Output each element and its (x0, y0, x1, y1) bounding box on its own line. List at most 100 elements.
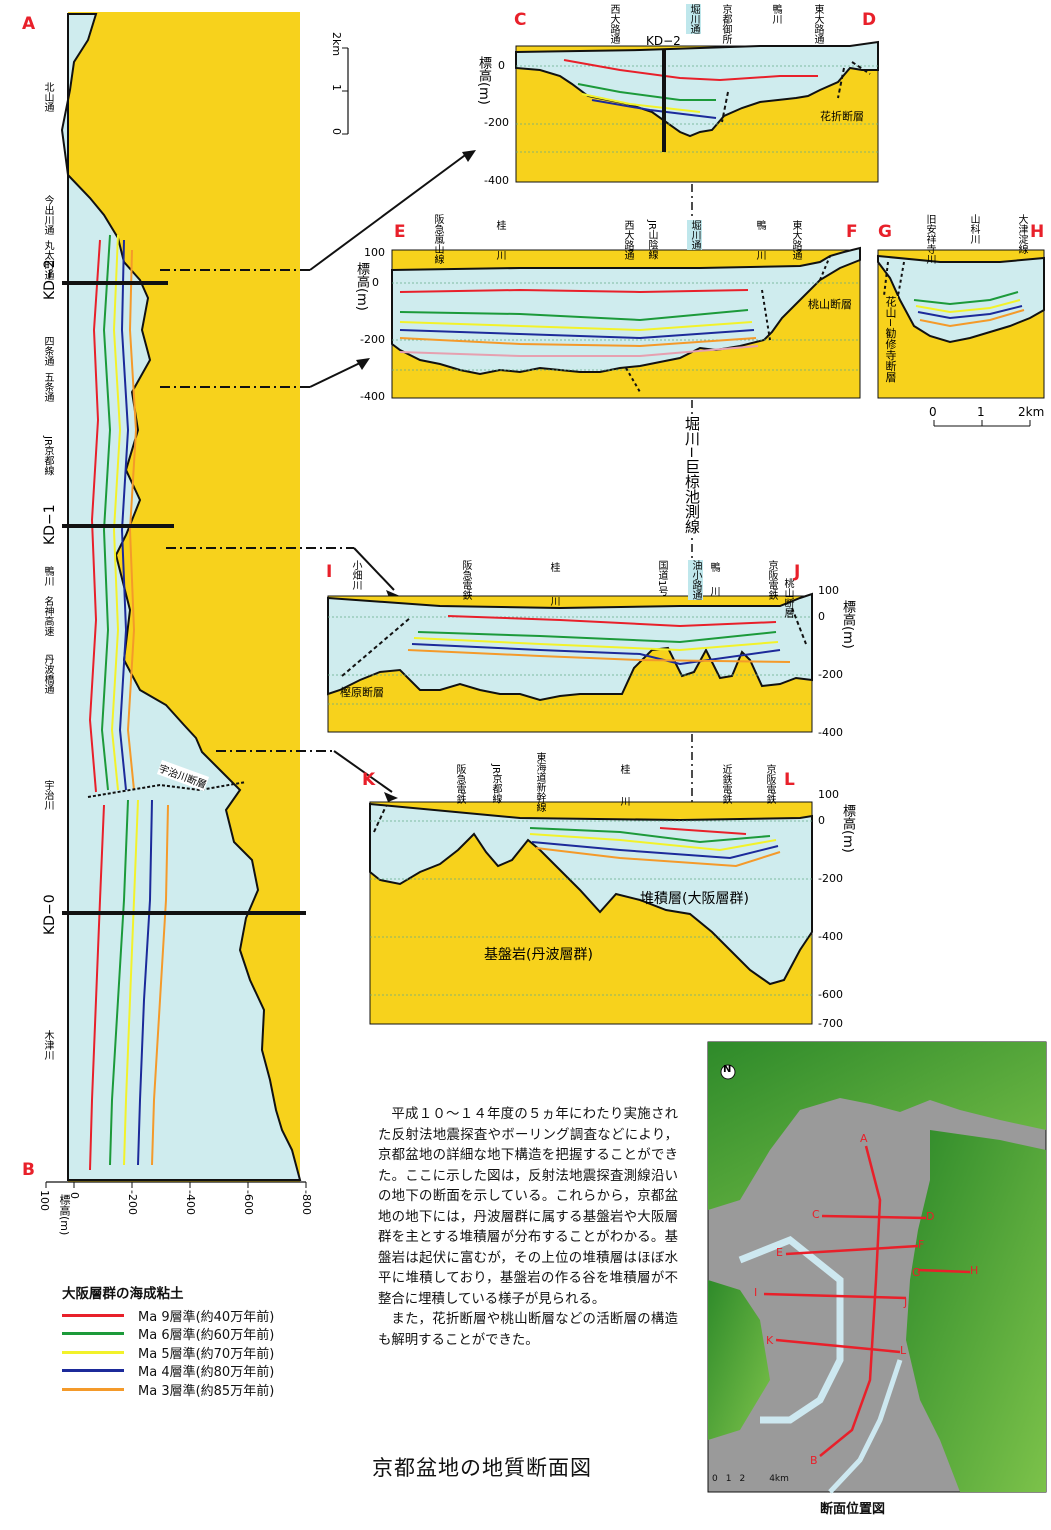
legend-label: Ma 5層準(約70万年前) (138, 1346, 275, 1362)
place-label: 五条通 (42, 372, 53, 402)
section-connectors (160, 152, 469, 793)
description-paragraph: また，花折断層や桃山断層などの活断層の構造も解明することができた。 (378, 1312, 678, 1348)
cd-well: KD−2 (646, 34, 681, 48)
place-label: 名神高速 (42, 596, 53, 636)
gh-place: 大津淀線 (1016, 214, 1027, 254)
kl-place: 桂川 (618, 764, 629, 828)
legend-title: 大阪層群の海成粘土 (62, 1286, 184, 1302)
ij-tick: 0 (818, 610, 825, 623)
map-point: H (970, 1264, 979, 1277)
place-label: 宇治川 (42, 780, 53, 810)
map-point: K (766, 1334, 774, 1347)
axis-tick: -400 (184, 1190, 197, 1215)
legend-item: Ma 6層準(約60万年前) (62, 1325, 362, 1344)
kl-tick: -200 (818, 872, 843, 885)
kl-place: 東海道新幹線 (534, 752, 545, 812)
place-label: 丹波橋通 (42, 654, 53, 694)
main-ma9 (88, 239, 101, 793)
gh-place: 旧安祥寺川 (924, 214, 935, 264)
cd-axis-title: 標高(m) (476, 56, 491, 105)
ef-fault: 桃山断層 (808, 298, 852, 311)
kl-start-label: K (362, 770, 376, 790)
kl-tick: -700 (818, 1017, 843, 1030)
map-point: E (776, 1246, 783, 1259)
cd-place: 西大路通 (608, 4, 619, 44)
scale-2km: 2km (330, 32, 343, 57)
place-label: 四条通 (42, 336, 53, 366)
gh-start-label: G (878, 222, 892, 242)
ef-tick: 100 (364, 246, 385, 259)
location-map (707, 1041, 1047, 1494)
main-label-b: B (22, 1160, 35, 1180)
place-label: 鴨川 (42, 566, 53, 586)
cd-tick: 0 (498, 59, 505, 72)
map-scale: 0 1 2 4km (712, 1474, 789, 1484)
legend-label: Ma 6層準(約60万年前) (138, 1328, 275, 1344)
ef-tick: 0 (372, 276, 379, 289)
ef-tick: -400 (360, 390, 385, 403)
map-scale-tick: 2 (739, 1474, 746, 1484)
kl-place: JR京都線 (490, 764, 501, 804)
ij-place: 京阪電鉄 (766, 560, 777, 600)
ij-axis-title: 標高(m) (840, 600, 855, 649)
ij-place: 油小路通 (688, 560, 703, 600)
ij-place: 阪急電鉄 (460, 560, 471, 600)
gh-place: 山科川 (968, 214, 979, 244)
ij-place: 桂川 (548, 562, 559, 630)
main-ma3 (126, 249, 138, 791)
cd-tick: -400 (484, 174, 509, 187)
legend-item: Ma 3層準(約85万年前) (62, 1380, 362, 1399)
kl-place: 阪急電鉄 (454, 764, 465, 804)
axis-tick: -800 (300, 1190, 313, 1215)
cd-fault: 花折断層 (820, 110, 864, 123)
legend-label: Ma 9層準(約40万年前) (138, 1309, 275, 1325)
cd-place: 鴨川 (770, 4, 781, 24)
ij-start-label: I (326, 562, 333, 582)
map-point: D (926, 1210, 935, 1223)
description-paragraph: 平成１０〜１４年度の５ヵ年にわたり実施された反射法地震探査やボーリング調査などに… (378, 1107, 678, 1307)
well-kd1: KD−1 (42, 504, 58, 545)
ef-end-label: F (846, 222, 858, 242)
map-point: A (860, 1132, 868, 1145)
ij-tick: -400 (818, 726, 843, 739)
place-label: JR京都線 (42, 436, 53, 476)
scale-1: 1 (330, 84, 343, 91)
ij-fault-kashi: 樫原断層 (340, 686, 384, 699)
ef-tick: -200 (360, 333, 385, 346)
ef-start-label: E (394, 222, 406, 242)
legend-item: Ma 4層準(約80万年前) (62, 1362, 362, 1380)
ef-place: 堀川通 (687, 220, 702, 250)
map-scale-tick: 1 (725, 1474, 732, 1484)
axis-title: 標高(m) (58, 1194, 71, 1236)
description-text: 平成１０〜１４年度の５ヵ年にわたり実施された反射法地震探査やボーリング調査などに… (378, 1105, 678, 1351)
section-ef (391, 246, 861, 399)
section-cd (515, 40, 879, 183)
ij-place: 鴨川 (708, 562, 719, 610)
legend-label: Ma 3層準(約85万年前) (138, 1383, 275, 1399)
ef-place: 東大路通 (790, 220, 801, 260)
ij-place: 小畑川 (350, 560, 361, 590)
kl-axis-title: 標高(m) (840, 804, 855, 853)
place-label: 今出川通 (42, 195, 53, 235)
main-axis (45, 1181, 307, 1188)
place-label: 北山通 (42, 82, 53, 112)
cd-place: 京都御所 (720, 4, 731, 44)
kl-tick: -400 (818, 930, 843, 943)
kl-sediment-label: 堆積層(大阪層群) (640, 891, 749, 907)
axis-tick: 100 (38, 1190, 51, 1211)
legend-swatch (62, 1369, 124, 1373)
section-kl (369, 801, 813, 1025)
axis-tick: -200 (126, 1190, 139, 1215)
figure-title: 京都盆地の地質断面図 (372, 1456, 592, 1480)
map-point: C (812, 1208, 820, 1221)
main-ma4 (118, 239, 130, 791)
legend-item: Ma 5層準(約70万年前) (62, 1343, 362, 1362)
map-point: B (810, 1454, 818, 1467)
legend-swatch (62, 1313, 124, 1317)
section-gh (877, 249, 1045, 427)
gh-scale: 0 (929, 405, 937, 419)
ef-place: 鴨川 (754, 220, 765, 280)
ef-place: JR山陰線 (646, 220, 657, 260)
ij-tick: -200 (818, 668, 843, 681)
map-point: G (912, 1266, 921, 1279)
